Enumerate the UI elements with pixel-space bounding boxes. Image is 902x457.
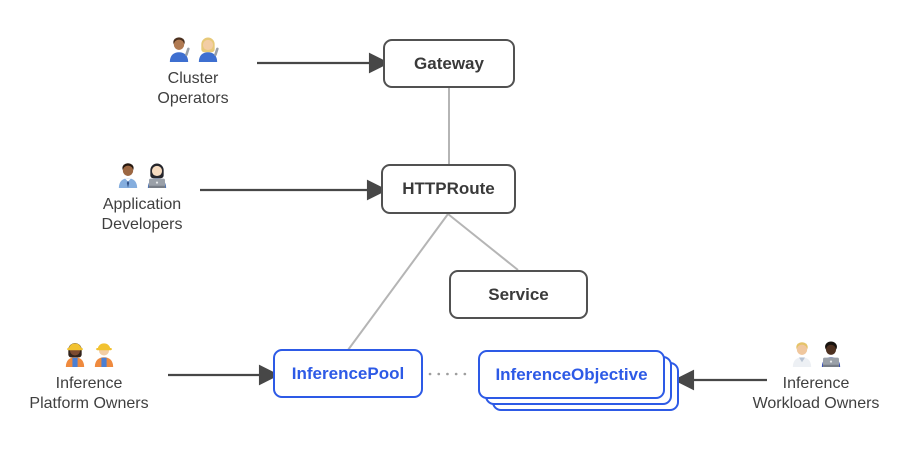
man-construction-worker-icon xyxy=(94,343,113,367)
node-httproute: HTTPRoute xyxy=(381,164,516,214)
node-service: Service xyxy=(449,270,588,319)
edge-httproute-inferencepool xyxy=(347,213,449,351)
inference-workload-owners-icons xyxy=(789,337,844,367)
node-inferencepool-label: InferencePool xyxy=(291,363,405,383)
node-httproute-label: HTTPRoute xyxy=(402,179,495,198)
persona-cluster-operators: Cluster Operators xyxy=(123,32,263,109)
persona-inference-workload-owners: Inference Workload Owners xyxy=(746,337,886,414)
persona-application-developers: Application Developers xyxy=(72,158,212,235)
scientist-icon xyxy=(792,342,811,367)
persona-inference-platform-owners: Inference Platform Owners xyxy=(19,337,159,414)
node-inferenceobjective-stack: InferenceObjective xyxy=(478,350,679,411)
inference-platform-owners-icons xyxy=(62,337,117,367)
man-mechanic-icon xyxy=(169,37,190,62)
node-inferenceobjective: InferenceObjective xyxy=(478,350,665,399)
persona-inference-workload-owners-label: Inference Workload Owners xyxy=(752,375,880,412)
woman-mechanic-icon xyxy=(198,37,219,62)
node-inferenceobjective-label: InferenceObjective xyxy=(495,364,648,384)
node-gateway-label: Gateway xyxy=(414,53,484,73)
woman-technologist-icon xyxy=(147,163,166,188)
cluster-operators-icons xyxy=(166,32,221,62)
node-gateway: Gateway xyxy=(383,39,515,88)
persona-cluster-operators-label: Cluster Operators xyxy=(157,70,229,107)
node-service-label: Service xyxy=(488,284,549,304)
woman-construction-worker-icon xyxy=(65,343,84,367)
persona-inference-platform-owners-label: Inference Platform Owners xyxy=(29,375,149,412)
man-office-worker-icon xyxy=(118,163,137,188)
application-developers-icons xyxy=(115,158,170,188)
edge-httproute-service xyxy=(447,213,519,271)
man-technologist-icon xyxy=(821,341,840,367)
node-inferencepool: InferencePool xyxy=(273,349,423,398)
persona-application-developers-label: Application Developers xyxy=(101,196,183,233)
